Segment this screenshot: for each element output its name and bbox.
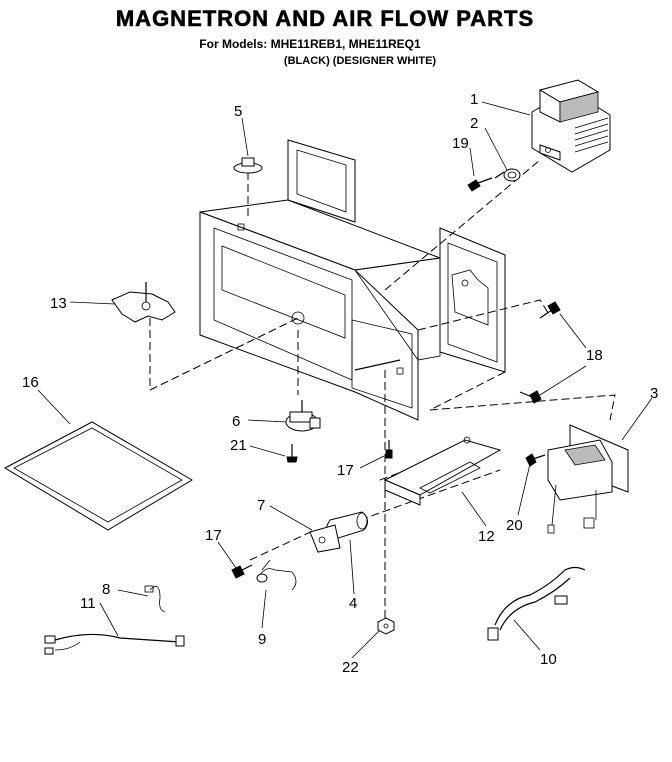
callout-5: 5 bbox=[234, 103, 242, 120]
callout-13: 13 bbox=[50, 295, 67, 312]
callout-16: 16 bbox=[22, 374, 39, 391]
callout-2: 2 bbox=[470, 115, 478, 132]
wire-8 bbox=[144, 585, 166, 613]
screw-19 bbox=[467, 177, 493, 192]
thermal-cutout bbox=[494, 168, 521, 182]
callout-10: 10 bbox=[540, 651, 557, 668]
stirrer-5 bbox=[233, 157, 263, 174]
callout-numbers: 1 2 19 5 13 16 6 21 3 18 17 12 20 7 17 4… bbox=[22, 91, 658, 676]
screw-17-lower bbox=[231, 564, 253, 579]
callout-17-lower: 17 bbox=[205, 527, 222, 544]
glass-tray-16 bbox=[3, 421, 193, 531]
diode-9 bbox=[256, 559, 297, 591]
capacitor-bracket-7 bbox=[309, 524, 341, 553]
callout-18: 18 bbox=[586, 347, 603, 364]
screw-18-upper bbox=[539, 301, 561, 319]
callout-9: 9 bbox=[258, 631, 266, 648]
magnetron bbox=[531, 79, 611, 173]
callout-7: 7 bbox=[257, 497, 265, 514]
screw-21 bbox=[286, 444, 298, 463]
callout-3: 3 bbox=[650, 385, 658, 402]
callout-1: 1 bbox=[470, 91, 478, 108]
diagram-title: MAGNETRON AND AIR FLOW PARTS bbox=[115, 6, 535, 32]
motor-6 bbox=[285, 400, 321, 432]
air-duct-assembly bbox=[199, 139, 506, 421]
transformer-3 bbox=[547, 424, 629, 534]
callout-4: 4 bbox=[349, 595, 357, 612]
callout-19: 19 bbox=[452, 135, 469, 152]
harness-10 bbox=[487, 566, 586, 641]
model-numbers: For Models: MHE11REB1, MHE11REQ1 bbox=[199, 37, 421, 51]
callout-11: 11 bbox=[80, 595, 96, 612]
antenna-13 bbox=[111, 282, 176, 323]
screw-20 bbox=[525, 453, 546, 467]
leader-lines bbox=[37, 101, 653, 659]
callout-20: 20 bbox=[506, 517, 523, 534]
callout-8: 8 bbox=[102, 581, 110, 598]
callout-17-upper: 17 bbox=[337, 462, 354, 479]
callout-12: 12 bbox=[478, 528, 495, 545]
callout-6: 6 bbox=[232, 413, 240, 430]
screw-18-lower bbox=[519, 390, 542, 404]
screw-17-upper bbox=[385, 440, 393, 459]
callout-22: 22 bbox=[342, 659, 359, 676]
bracket-12 bbox=[383, 436, 502, 506]
callout-21: 21 bbox=[230, 437, 247, 454]
color-variants: (BLACK) (DESIGNER WHITE) bbox=[283, 55, 437, 67]
nut-22 bbox=[377, 617, 395, 635]
harness-11 bbox=[44, 633, 185, 655]
